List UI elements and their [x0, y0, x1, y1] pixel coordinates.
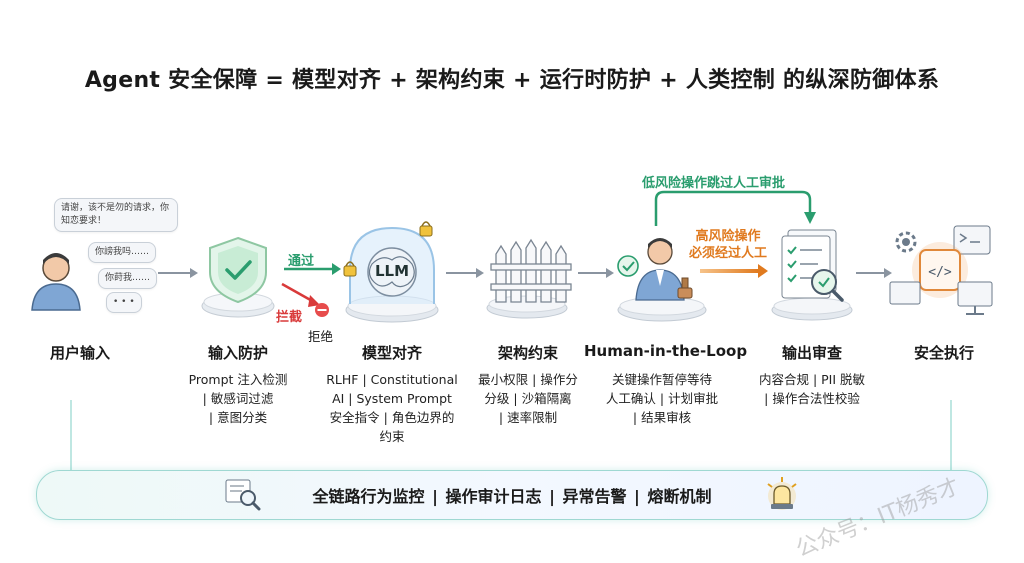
flow-arrow	[158, 268, 198, 278]
stage-label-output-review: 输出审查	[781, 344, 842, 362]
chat-bubble: 请谢，该不是勿的请求，你知恋要求！	[54, 198, 178, 232]
safe-execution-icon: </>	[889, 225, 993, 315]
stage-label-user: 用户输入	[49, 344, 110, 362]
low-risk-label: 低风险操作跳过人工审批	[642, 176, 786, 191]
prohibited-icon	[315, 303, 329, 317]
right-connector-line	[950, 400, 952, 495]
stage-desc-output-review: 内容合规 | PII 脱敏| 操作合法性校验	[758, 372, 866, 406]
page-title: Agent 安全保障 = 模型对齐 + 架构约束 + 运行时防护 + 人类控制 …	[84, 68, 940, 93]
user-avatar-icon	[31, 253, 81, 311]
stage-desc-input-protection: Prompt 注入检测| 敏感词过滤| 意图分类	[188, 372, 288, 425]
chat-bubble: • • •	[106, 292, 142, 313]
stage-label-input-protection: 输入防护	[207, 344, 268, 362]
stage-label-safe-execution: 安全执行	[913, 344, 974, 362]
pass-arrow	[284, 263, 341, 275]
high-risk-label: 高风险操作必须经过人工	[688, 229, 767, 261]
left-connector-line	[70, 400, 72, 495]
flow-arrow	[446, 268, 484, 278]
checklist-magnifier-icon	[771, 229, 853, 321]
stage-desc-architecture: 最小权限 | 操作分分级 | 沙箱隔离| 速率限制	[478, 372, 578, 425]
user-input-stage: 请谢，该不是勿的请求，你知恋要求！ 你謗我吗…… 你莳我…… • • •	[20, 190, 180, 370]
stage-label-model-alignment: 模型对齐	[361, 344, 422, 362]
flow-arrow	[856, 268, 892, 278]
fence-icon	[486, 238, 572, 319]
human-reviewer-icon	[617, 238, 707, 322]
chat-bubble: 你莳我……	[98, 268, 158, 289]
reject-label: 拒绝	[308, 329, 334, 344]
shield-icon	[201, 236, 275, 318]
llm-dome-icon	[343, 221, 439, 323]
alarm-light-icon	[767, 477, 797, 510]
block-arrow	[281, 282, 320, 307]
flow-arrow	[578, 268, 614, 278]
block-label: 拦截	[276, 310, 303, 325]
stage-label-human-in-the-loop: Human-in-the-Loop	[584, 342, 748, 360]
stage-label-architecture: 架构约束	[497, 344, 558, 362]
monitor-magnifier-icon	[225, 479, 261, 511]
high-risk-arrow	[700, 264, 768, 278]
llm-label: LLM	[374, 262, 410, 280]
stage-desc-human-in-the-loop: 关键操作暂停等待人工确认 | 计划审批| 结果审核	[605, 372, 719, 425]
svg-text:</>: </>	[928, 265, 952, 280]
pass-label: 通过	[288, 254, 315, 269]
chat-bubble: 你謗我吗……	[88, 242, 157, 263]
monitoring-bar	[36, 470, 988, 520]
monitoring-text: 全链路行为监控 | 操作审计日志 | 异常告警 | 熔断机制	[312, 487, 712, 506]
low-risk-bypass-arrow	[654, 190, 816, 226]
